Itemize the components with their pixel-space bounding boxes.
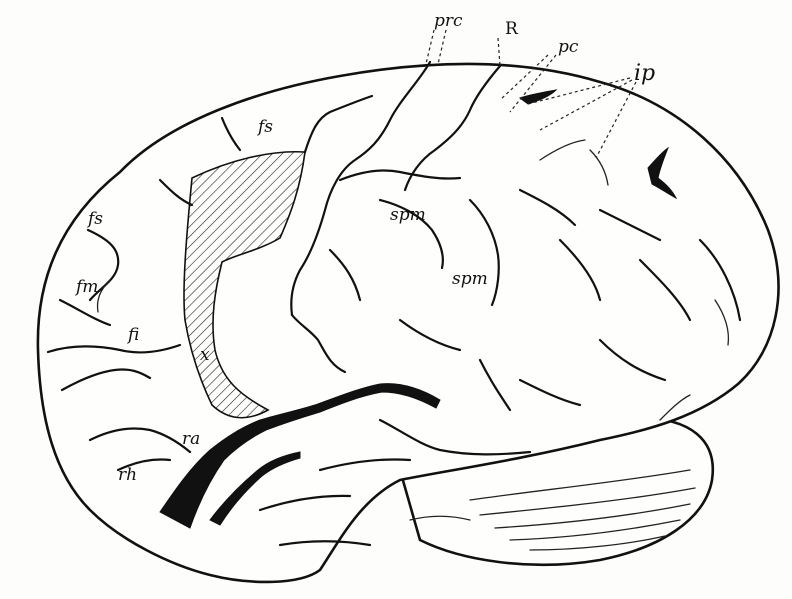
sulci: [46, 60, 742, 547]
cerebellum-folia: [469, 469, 696, 551]
sylvian-fissure: [159, 383, 441, 529]
label-fs-left: fs: [86, 209, 103, 229]
label-ip: ip: [634, 61, 655, 86]
label-fi: fi: [126, 325, 139, 345]
label-pc: pc: [558, 37, 579, 57]
label-leaders: [425, 29, 637, 159]
label-spm-lower: spm: [452, 269, 488, 289]
sylvian-ramus-black: [209, 451, 301, 526]
label-ra: ra: [182, 429, 200, 449]
label-prc: prc: [434, 11, 463, 31]
label-rh: rh: [118, 465, 137, 485]
hatched-area: [183, 150, 306, 419]
label-x: x: [200, 345, 210, 365]
fine-lines: [96, 139, 730, 521]
deep-notch-right: [647, 146, 678, 200]
label-fs-top: fs: [256, 117, 273, 137]
label-spm-upper: spm: [390, 205, 426, 225]
label-fm: fm: [74, 277, 98, 297]
label-R: R: [505, 19, 519, 39]
